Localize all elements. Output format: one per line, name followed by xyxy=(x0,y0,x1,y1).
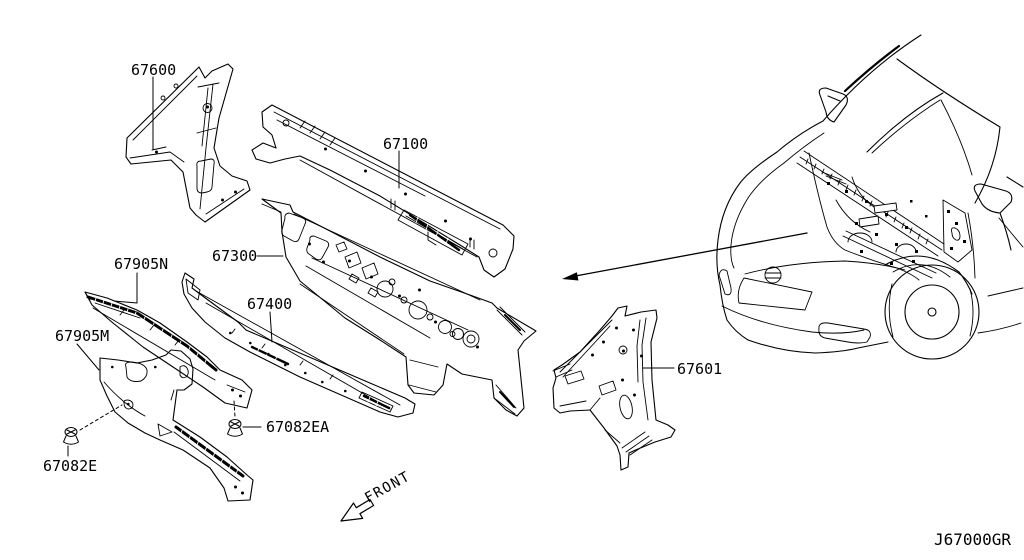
fastener-nut-67082EA xyxy=(227,419,243,437)
fastener-nut-67082E xyxy=(63,427,79,445)
part-drawing-67600 xyxy=(125,63,251,223)
part-label-67601[interactable]: 67601 xyxy=(677,360,722,378)
part-label-67082E[interactable]: 67082E xyxy=(43,457,97,475)
part-drawing-67905N xyxy=(84,291,253,409)
pointer-arrow xyxy=(562,232,808,281)
part-label-67400[interactable]: 67400 xyxy=(247,295,292,313)
part-drawing-67400 xyxy=(181,272,416,418)
part-label-67905N[interactable]: 67905N xyxy=(114,255,168,273)
part-drawing-67300 xyxy=(261,198,537,417)
part-drawing-67100 xyxy=(251,104,515,278)
part-label-67100[interactable]: 67100 xyxy=(383,135,428,153)
part-label-67082EA[interactable]: 67082EA xyxy=(266,418,329,436)
car-illustration xyxy=(716,34,1024,360)
front-direction-arrow xyxy=(340,498,375,522)
leader-lines xyxy=(67,76,675,457)
part-label-67300[interactable]: 67300 xyxy=(212,247,257,265)
part-drawing-67601 xyxy=(552,305,676,471)
part-label-67600[interactable]: 67600 xyxy=(131,61,176,79)
part-labels: 67600 67100 67300 67905N 67400 67905M 67… xyxy=(43,61,1011,549)
diagram-code: J67000GR xyxy=(934,530,1011,549)
part-drawing-67905M xyxy=(99,349,254,502)
front-label: FRONT xyxy=(362,468,413,506)
part-label-67905M[interactable]: 67905M xyxy=(55,327,109,345)
